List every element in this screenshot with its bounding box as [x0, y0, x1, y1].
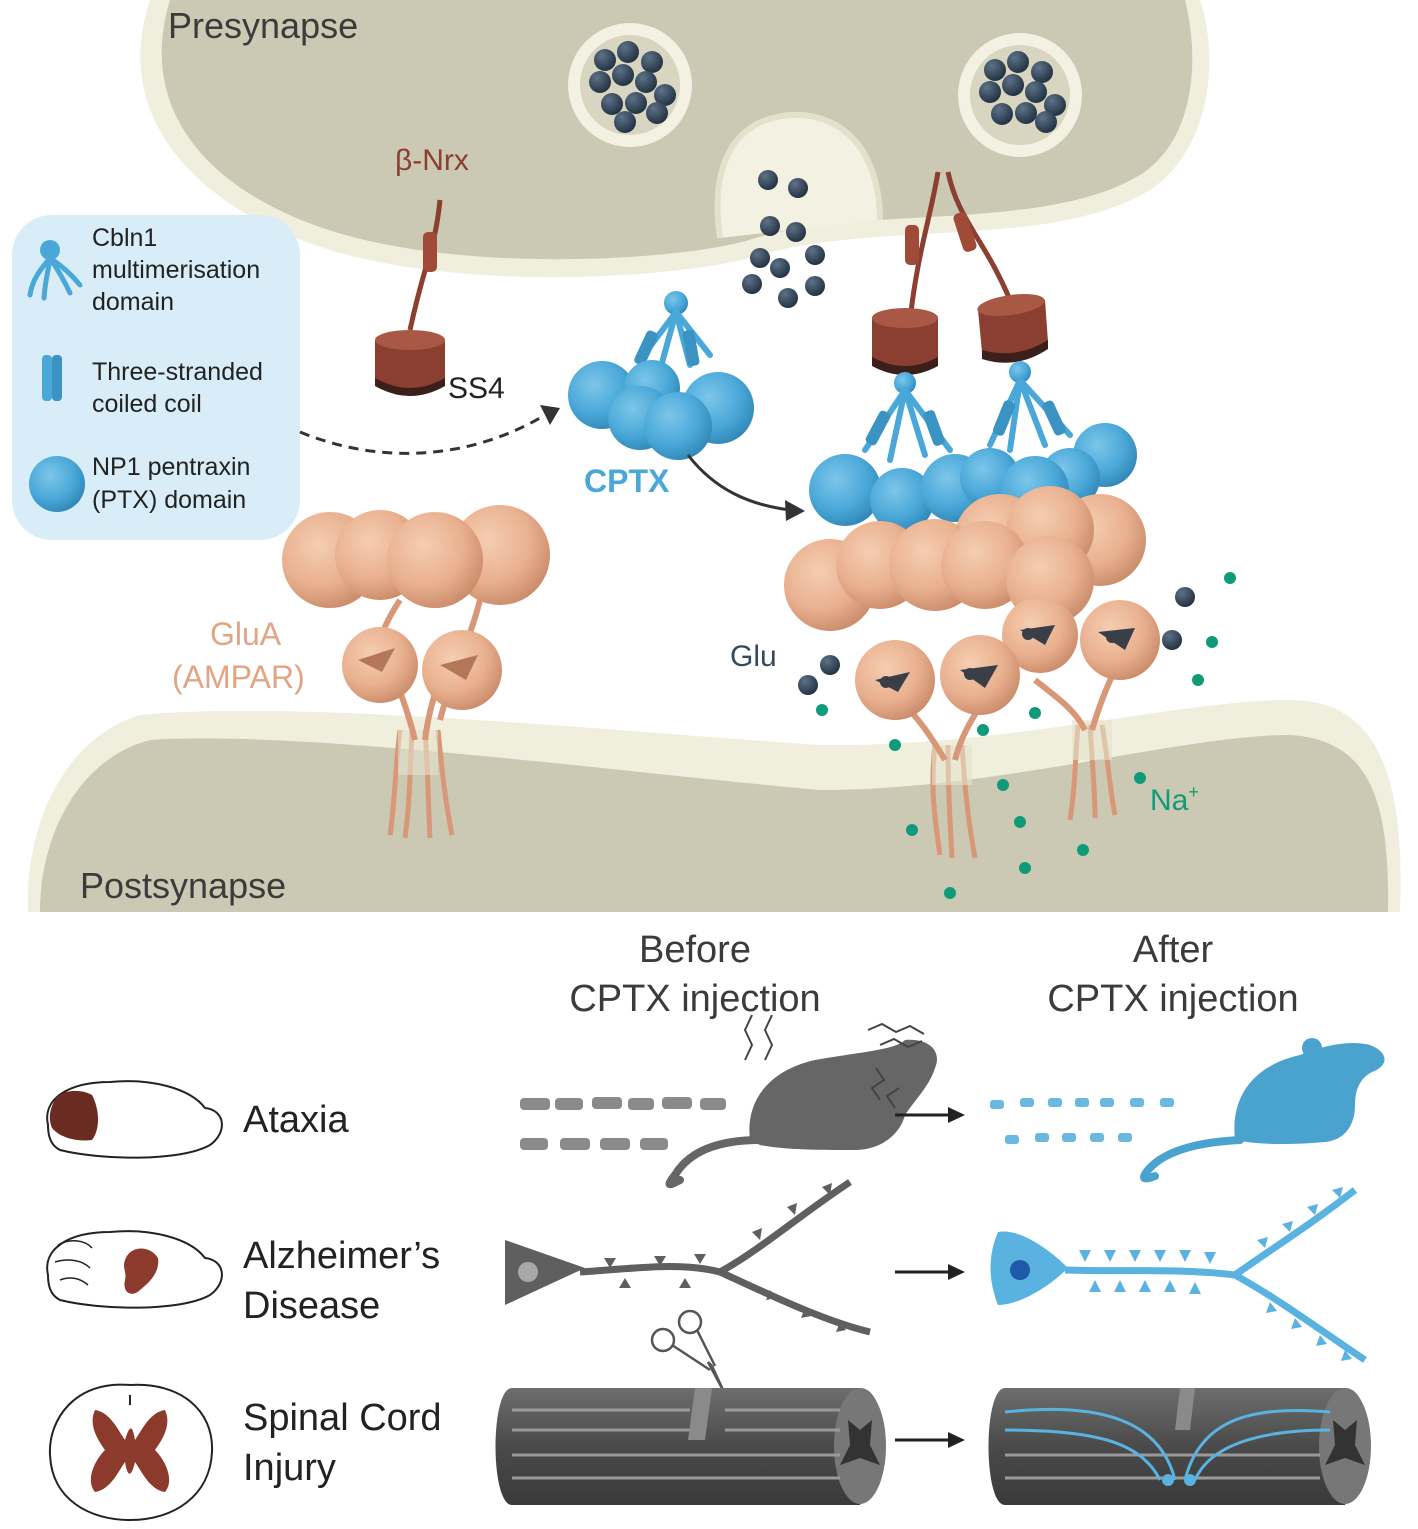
postsynapse-label: Postsynapse: [80, 865, 286, 906]
after-header-2: CPTX injection: [1047, 978, 1298, 1020]
row-label-ataxia: Ataxia: [243, 1099, 349, 1141]
synaptic-vesicle: [568, 23, 692, 147]
footprints-before: [520, 1097, 726, 1150]
postsynapse-terminal: [27, 700, 1401, 912]
legend-text-coiled-coil-1: Three-stranded: [92, 358, 263, 386]
brain-hippocampus-icon: [46, 1230, 223, 1309]
dashed-arrow-head: [540, 405, 560, 425]
scissors-icon: [650, 1309, 726, 1393]
arrow-spinal: [895, 1432, 965, 1448]
ampar-left: [282, 505, 550, 839]
row-label-spinal-1: Spinal Cord: [243, 1397, 442, 1439]
legend-text-multimerisation-3: domain: [92, 288, 174, 316]
spinal-cord-after-icon: [988, 1388, 1371, 1505]
beta-nrx-label: β-Nrx: [395, 144, 469, 177]
domain-legend: Cbln1 multimerisation domain Three-stran…: [12, 215, 300, 540]
solid-arrow: [686, 454, 791, 512]
arrow-alzheimers: [895, 1264, 965, 1280]
neuron-before-icon: [505, 1179, 871, 1336]
released-glutamate: [742, 170, 825, 308]
spinal-cord-before-icon: [495, 1388, 886, 1505]
pentraxin-domain-icon: [29, 456, 85, 512]
legend-text-coiled-coil-2: coiled coil: [92, 390, 202, 418]
multimerisation-domain-icon: [27, 240, 83, 301]
ss4-label: SS4: [448, 372, 505, 405]
arrow-ataxia: [895, 1107, 965, 1123]
after-header-1: After: [1133, 929, 1214, 971]
legend-text-multimerisation-2: multimerisation: [92, 256, 260, 284]
before-header-1: Before: [639, 929, 751, 971]
na-label: Na+: [1150, 782, 1199, 817]
footprints-after: [990, 1098, 1174, 1144]
mouse-after-icon: [1140, 1038, 1385, 1183]
cptx-label: CPTX: [584, 463, 670, 499]
spinal-cord-section-icon: [48, 1383, 214, 1522]
cptx-molecule: [568, 291, 754, 460]
glutamate-molecules: [798, 587, 1195, 695]
neuron-after-icon: [990, 1187, 1367, 1363]
mouse-before-icon: [665, 1014, 937, 1189]
synaptic-vesicle: [958, 33, 1082, 157]
glua-label-2: (AMPAR): [172, 659, 305, 695]
presynapse-terminal: [140, 0, 1210, 308]
row-label-spinal-2: Injury: [243, 1447, 336, 1489]
ampar-cluster-right: [784, 486, 1160, 859]
brain-cerebellum-icon: [46, 1080, 223, 1159]
row-label-alzheimers-1: Alzheimer’s: [243, 1235, 440, 1277]
dashed-arrow: [299, 413, 546, 455]
sodium-ions: [816, 572, 1236, 899]
glu-label: Glu: [730, 640, 777, 673]
beta-nrx-right: [872, 171, 1048, 375]
solid-arrow-head: [785, 500, 805, 521]
row-label-alzheimers-2: Disease: [243, 1285, 380, 1327]
before-header-2: CPTX injection: [569, 978, 820, 1020]
beta-nrx-left: [375, 199, 445, 396]
glua-label-1: GluA: [210, 616, 282, 652]
coiled-coil-icon: [42, 355, 62, 401]
legend-text-pentraxin-2: (PTX) domain: [92, 486, 246, 514]
presynapse-label: Presynapse: [168, 5, 358, 46]
legend-text-multimerisation-1: Cbln1: [92, 224, 157, 252]
legend-text-pentraxin-1: NP1 pentraxin: [92, 453, 250, 481]
